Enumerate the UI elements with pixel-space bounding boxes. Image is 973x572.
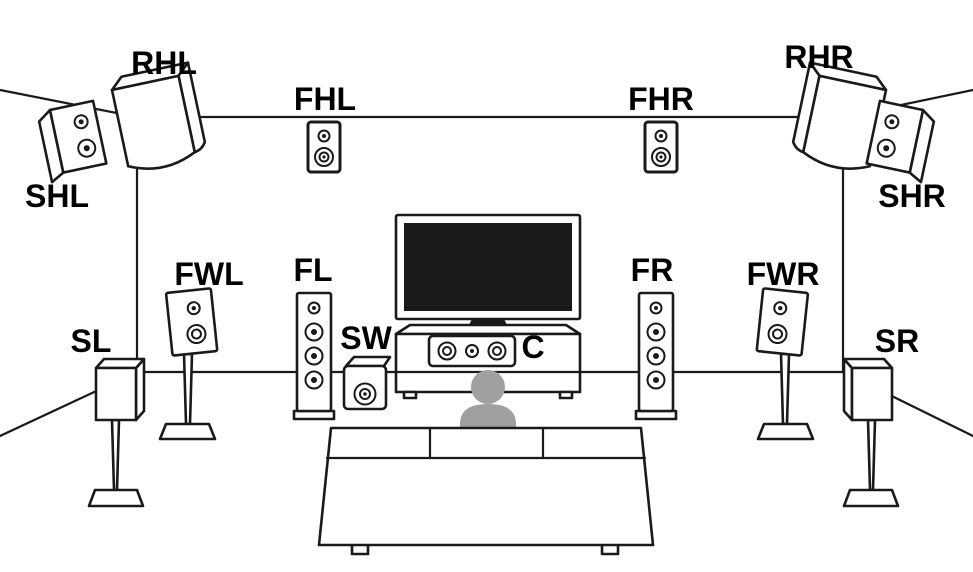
rhl-front: [110, 74, 197, 170]
cabinet-foot: [558, 390, 574, 400]
sl-stand-pole: [110, 418, 121, 492]
speaker-fr: [634, 291, 678, 421]
speaker-shr: [865, 99, 936, 184]
driver-dot: [311, 377, 317, 383]
speaker-rhr: [791, 61, 888, 170]
driver-ring: [442, 346, 452, 356]
driver-dot: [470, 349, 474, 353]
cabinet-foot: [402, 390, 418, 400]
driver-dot: [654, 306, 658, 310]
tv: [394, 213, 582, 334]
label-fwl: FWL: [174, 256, 243, 292]
speaker-shl: [37, 99, 108, 184]
driver-dot: [322, 134, 326, 138]
label-c: C: [521, 329, 544, 365]
speaker-fwl: [158, 287, 219, 441]
sr-stand-pole: [866, 418, 877, 492]
driver-dot: [653, 329, 659, 335]
fwl-stand-pole: [182, 352, 194, 426]
cabinet-top: [394, 323, 582, 336]
label-fhr: FHR: [628, 81, 694, 117]
speaker-sl: [87, 357, 146, 508]
driver-dot: [653, 377, 659, 383]
driver-dot: [312, 306, 316, 310]
fwr-stand-pole: [779, 352, 791, 426]
label-fr: FR: [631, 252, 674, 288]
driver-dot: [322, 155, 326, 159]
listener-head: [471, 370, 505, 404]
driver-dot: [311, 329, 317, 335]
fwr-box: [755, 287, 810, 357]
label-rhr: RHR: [784, 39, 853, 75]
label-sw: SW: [340, 320, 392, 356]
sw-top: [344, 355, 392, 368]
driver-dot: [191, 305, 196, 311]
sr-stand-base: [842, 488, 900, 508]
driver-dot: [659, 155, 663, 159]
label-rhl: RHL: [131, 45, 197, 81]
sl-top: [94, 357, 146, 370]
fwl-box: [164, 287, 219, 357]
driver-ring: [190, 328, 202, 340]
speaker-fhr: [643, 120, 679, 174]
driver-ring: [492, 346, 502, 356]
sl-front: [94, 366, 138, 422]
sl-stand-base: [87, 488, 145, 508]
label-sr: SR: [875, 323, 919, 359]
fwl-stand-base: [158, 422, 217, 441]
driver-dot: [889, 119, 895, 125]
label-sl: SL: [71, 323, 112, 359]
speaker-fwr: [755, 287, 815, 441]
driver-dot: [883, 145, 890, 152]
driver-dot: [778, 305, 783, 311]
labels: RHL FHL FHR RHR SHL SHR FWL FL FR FWR SL…: [25, 39, 946, 365]
speaker-fl: [292, 291, 336, 421]
sr-top: [842, 357, 894, 370]
label-fhl: FHL: [294, 81, 356, 117]
driver-dot: [363, 392, 367, 396]
speaker-c: [427, 334, 517, 368]
label-fwr: FWR: [747, 256, 820, 292]
label-shr: SHR: [878, 178, 946, 214]
speaker-sr: [842, 357, 900, 508]
sofa-body: [317, 426, 655, 547]
driver-dot: [83, 145, 90, 152]
ceiling-edge: [0, 88, 973, 119]
speaker-fhl: [306, 120, 342, 174]
driver-dot: [659, 134, 663, 138]
speaker-sw: [342, 355, 392, 411]
fwr-stand-base: [756, 422, 815, 441]
driver-dot: [78, 119, 84, 125]
sofa: [317, 426, 655, 556]
driver-dot: [653, 353, 659, 359]
label-fl: FL: [293, 252, 332, 288]
sr-front: [850, 366, 894, 422]
driver-ring: [772, 328, 784, 340]
speaker-rhl: [110, 61, 207, 170]
driver-dot: [311, 353, 317, 359]
tv-screen: [404, 223, 572, 311]
rhr-front: [801, 74, 888, 170]
label-shl: SHL: [25, 178, 89, 214]
